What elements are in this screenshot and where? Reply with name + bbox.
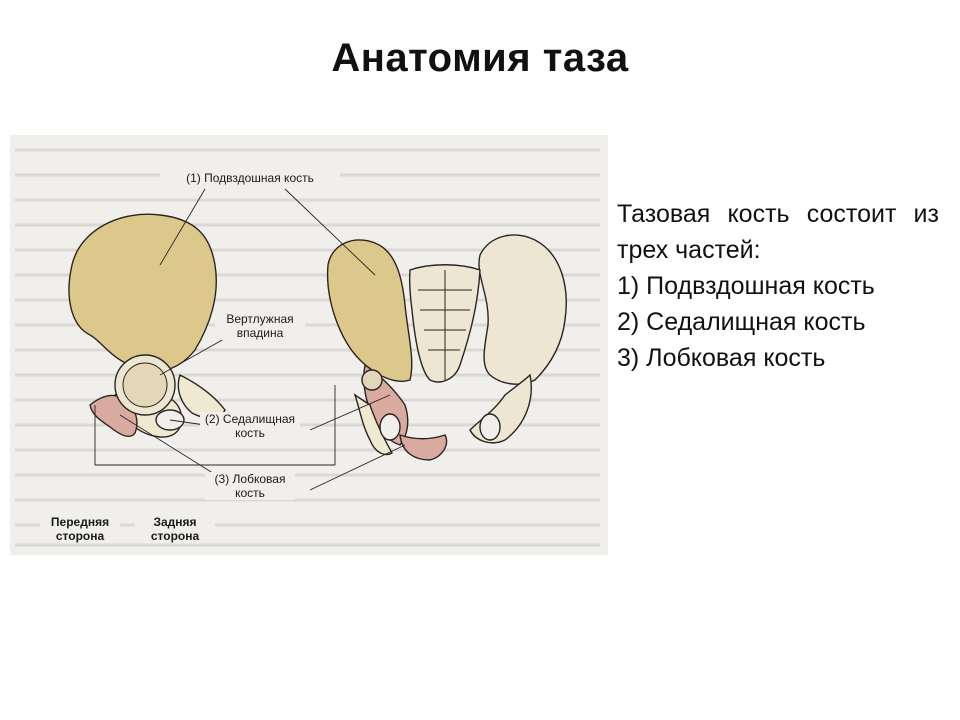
label-back-side: Задняя сторона [135, 515, 215, 543]
ischium-left [353, 393, 393, 456]
label-front-side: Передняя сторона [40, 515, 120, 543]
pubis-right [469, 373, 532, 444]
label-ilium: (1) Подвздошная кость [160, 171, 340, 185]
list-item: 2) Седалищная кость [617, 308, 866, 336]
label-pubis-line2: кость [235, 486, 265, 500]
label-acetabulum-line1: Вертлужная [226, 312, 294, 326]
hip-bone-lateral-view [68, 213, 226, 438]
label-pubis-line1: (3) Лобковая [214, 472, 286, 486]
ilium-left [326, 239, 413, 382]
description-text: Тазовая кость состоит из трех частей: 1)… [617, 196, 939, 376]
sacral-segments [418, 270, 472, 380]
list-item: 1) Подвздошная кость [617, 272, 875, 300]
label-front-line1: Передняя [50, 515, 110, 529]
label-ischium-line2: кость [235, 426, 265, 440]
ilium-right [478, 234, 567, 385]
intro-text: Тазовая кость состоит из трех частей: [617, 200, 939, 264]
label-acetabulum: Вертлужная впадина [215, 312, 305, 340]
pubic-symphysis [399, 433, 448, 461]
pelvis-front-view [326, 234, 567, 461]
ilium-lateral [68, 213, 217, 372]
label-acetabulum-line2: впадина [236, 326, 284, 340]
label-back-line1: Задняя [153, 515, 197, 529]
pelvis-figure: (1) Подвздошная кость Вертлужная впадина… [10, 135, 608, 555]
slide-title: Анатомия таза [331, 36, 629, 80]
label-ischium: (2) Седалищная кость [200, 412, 300, 440]
label-back-line2: сторона [150, 529, 200, 543]
pelvis-illustration [15, 148, 600, 547]
label-front-line2: сторона [55, 529, 105, 543]
list-item: 3) Лобковая кость [617, 344, 826, 372]
label-ischium-line1: (2) Седалищная [204, 412, 296, 426]
label-pubis: (3) Лобковая кость [205, 472, 295, 500]
